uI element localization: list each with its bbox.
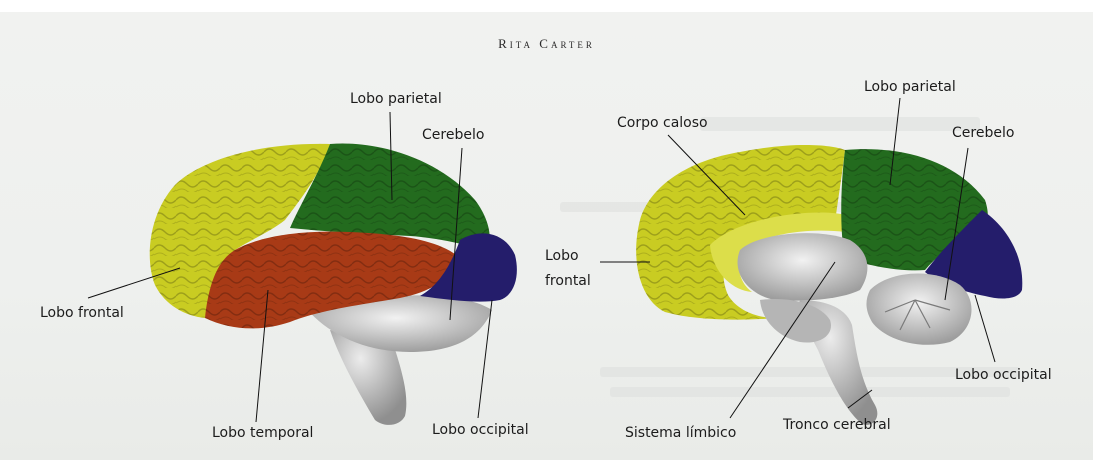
label-right-parietal: Lobo parietal [864, 78, 956, 96]
label-left-frontal: Lobo frontal [40, 304, 124, 322]
label-right-tronco: Tronco cerebral [783, 416, 891, 434]
label-right-frontal-line2: frontal [545, 272, 591, 290]
label-left-parietal: Lobo parietal [350, 90, 442, 108]
label-right-occipital: Lobo occipital [955, 366, 1052, 384]
label-right-cerebelo: Cerebelo [952, 124, 1014, 142]
limbic-gray [738, 233, 868, 301]
label-right-corpo: Corpo caloso [617, 114, 708, 132]
line-right-occipital [975, 295, 995, 362]
label-right-frontal-line1: Lobo [545, 247, 579, 265]
lateral-brain [150, 143, 517, 424]
cerebellum-medial [866, 274, 971, 345]
label-right-limbico: Sistema límbico [625, 424, 736, 442]
label-left-occipital: Lobo occipital [432, 421, 529, 439]
label-left-temporal: Lobo temporal [212, 424, 313, 442]
label-left-cerebelo: Cerebelo [422, 126, 484, 144]
